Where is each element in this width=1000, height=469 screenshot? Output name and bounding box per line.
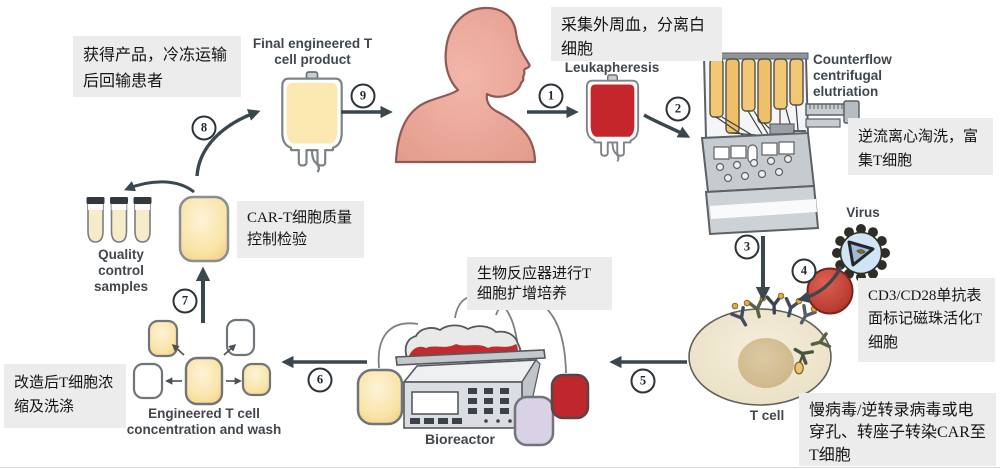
step-9-badge: 9 [350, 83, 376, 109]
step-4-badge: 4 [791, 258, 817, 284]
step-5-badge: 5 [630, 368, 656, 394]
elutriation-machine-icon [700, 52, 860, 236]
counterflow-label: Counterflow centrifugal elutriation [813, 52, 892, 99]
annotation-activate-t-cells: CD3/CD28单抗表面标记磁珠活化T细胞 [858, 278, 995, 362]
arrow-step-8 [195, 109, 261, 177]
t-cell-label: T cell [749, 408, 785, 423]
annotation-expand-t-cells: 生物反应器进行T细胞扩增培养 [467, 257, 612, 310]
bioreactor-label: Bioreactor [424, 431, 496, 447]
bioreactor-controller-icon [402, 359, 541, 429]
step-6-badge: 6 [307, 367, 333, 393]
blood-bag-icon [585, 74, 640, 163]
final-product-label: Final engineered T cell product [252, 36, 373, 67]
qc-bag-icon [178, 195, 230, 263]
quality-control-label: Quality control samples [93, 247, 149, 294]
bottom-divider [0, 467, 1000, 468]
pump-attachment [793, 100, 860, 140]
test-tubes-icon [86, 197, 152, 243]
virus-icon [832, 224, 890, 282]
leukapheresis-label: Leukapheresis [564, 60, 660, 75]
arrow-step-4 [797, 266, 843, 303]
annotation-transduce-car: 慢病毒/逆转录病毒或电穿孔、转座子转染CAR至T细胞 [799, 393, 996, 466]
magnetic-bead-icon [806, 267, 854, 315]
t-cell-icon [688, 308, 832, 406]
arrow-qc-sampling [124, 180, 195, 194]
annotation-obtain-product: 获得产品，冷冻运输后回输患者 [73, 36, 241, 97]
step-3-badge: 3 [734, 234, 760, 260]
step-7-badge: 7 [172, 288, 198, 314]
step-8-badge: 8 [191, 115, 217, 141]
annotation-collect-blood: 采集外周血，分离白细胞 [551, 7, 722, 61]
media-bag-red-icon [550, 373, 590, 420]
flow-arrows [124, 105, 843, 369]
concentration-bags-icon [132, 318, 272, 406]
final-product-bag-icon [281, 70, 343, 174]
media-bag-purple-icon [513, 395, 555, 447]
media-bag-yellow-icon [356, 368, 404, 426]
engineered-wash-label: Engineered T cell concentration and wash [126, 406, 282, 437]
patient-figure [394, 6, 537, 164]
step-2-badge: 2 [665, 96, 691, 122]
annotation-enrich-t-cells: 逆流离心淘洗，富集T细胞 [848, 118, 993, 175]
annotation-concentrate-wash: 改造后T细胞浓缩及洗涤 [4, 364, 126, 428]
step-1-badge: 1 [538, 83, 564, 109]
arrow-step-2 [643, 113, 691, 138]
annotation-qc-inspection: CAR-T细胞质量控制检验 [237, 201, 364, 258]
virus-label: Virus [846, 205, 880, 220]
